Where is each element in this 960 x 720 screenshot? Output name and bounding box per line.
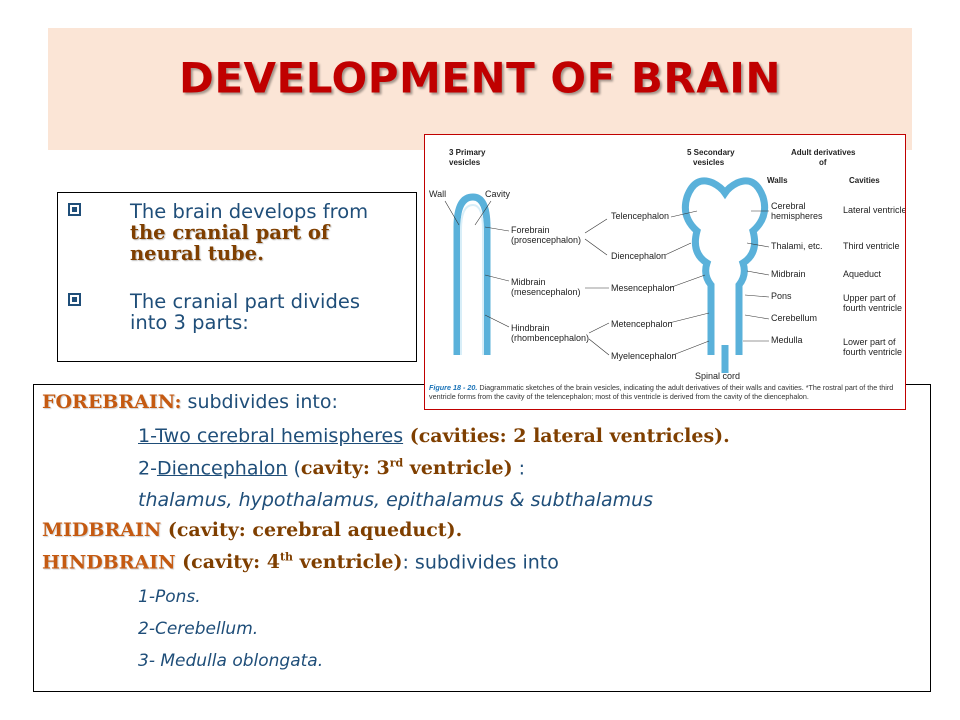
caption-text: Diagrammatic sketches of the brain vesic… bbox=[429, 383, 894, 401]
header-secondary-1: 5 Secondary bbox=[687, 148, 735, 157]
header-adult-2: of bbox=[819, 158, 827, 167]
wall-medulla: Medulla bbox=[771, 335, 803, 345]
header-primary-2: vesicles bbox=[449, 158, 481, 167]
slide-title: DEVELOPMENT OF BRAIN bbox=[178, 53, 782, 103]
wall-midbrain: Midbrain bbox=[771, 269, 806, 279]
cavity-upper-4th-2: fourth ventricle bbox=[843, 303, 902, 313]
cavity-lower-4th-2: fourth ventricle bbox=[843, 347, 902, 357]
label-wall: Wall bbox=[429, 189, 446, 199]
checkbox-bullet-icon bbox=[68, 293, 81, 306]
wall-pons: Pons bbox=[771, 291, 792, 301]
cavity-third: Third ventricle bbox=[843, 241, 900, 251]
intro-highlight: the cranial part of neural tube. bbox=[130, 221, 330, 265]
midbrain-line: MIDBRAIN (cavity: cerebral aqueduct). bbox=[42, 519, 462, 541]
label-mesencephalon-sec: Mesencephalon bbox=[611, 283, 675, 293]
diencephalon-cavity: cavity: 3rd ventricle) bbox=[300, 457, 513, 480]
brain-vesicles-figure: 3 Primary vesicles 5 Secondary vesicles … bbox=[424, 134, 906, 410]
header-secondary-2: vesicles bbox=[693, 158, 725, 167]
label-myelencephalon: Myelencephalon bbox=[611, 351, 677, 361]
hindbrain-rest: : subdivides into bbox=[402, 551, 559, 574]
hemispheres-cavity: (cavities: 2 lateral ventricles). bbox=[403, 425, 730, 447]
hindbrain-heading: HINDBRAIN bbox=[42, 551, 176, 574]
wall-cerebellum: Cerebellum bbox=[771, 313, 817, 323]
label-prosencephalon: (prosencephalon) bbox=[511, 235, 581, 245]
label-mesencephalon: (mesencephalon) bbox=[511, 287, 581, 297]
title-band: DEVELOPMENT OF BRAIN bbox=[48, 28, 912, 150]
cavity-lateral: Lateral ventricles bbox=[843, 205, 905, 215]
label-spinal-cord: Spinal cord bbox=[695, 371, 740, 381]
forebrain-item-2: 2-Diencephalon (cavity: 3rd ventricle) : bbox=[138, 457, 526, 480]
hindbrain-item-1: 1-Pons. bbox=[138, 587, 201, 607]
label-metencephalon: Metencephalon bbox=[611, 319, 673, 329]
label-cavity: Cavity bbox=[485, 189, 511, 199]
hindbrain-item-3: 3- Medulla oblongata. bbox=[138, 651, 324, 671]
cavity-aqueduct: Aqueduct bbox=[843, 269, 882, 279]
label-forebrain: Forebrain bbox=[511, 225, 550, 235]
primary-vesicle-shape bbox=[453, 193, 491, 355]
figure-caption: Figure 18 - 20. Diagrammatic sketches of… bbox=[429, 383, 901, 401]
label-telencephalon: Telencephalon bbox=[611, 211, 669, 221]
midbrain-cavity: (cavity: cerebral aqueduct). bbox=[161, 519, 463, 541]
wall-cerebral: Cerebral bbox=[771, 201, 806, 211]
hindbrain-cavity: (cavity: 4th ventricle) bbox=[175, 551, 403, 574]
secondary-vesicle-shape bbox=[681, 177, 769, 355]
hemispheres-text: 1-Two cerebral hemispheres bbox=[138, 425, 404, 447]
label-hindbrain: Hindbrain bbox=[511, 323, 550, 333]
caption-label: Figure 18 - 20. bbox=[429, 383, 478, 392]
label-rhombencephalon: (rhombencephalon) bbox=[511, 333, 589, 343]
cavity-upper-4th-1: Upper part of bbox=[843, 293, 896, 303]
details-box: FOREBRAIN: subdivides into: 1-Two cerebr… bbox=[33, 384, 931, 692]
header-cavities: Cavities bbox=[849, 176, 880, 185]
header-walls: Walls bbox=[767, 176, 788, 185]
diencephalon-parts: thalamus, hypothalamus, epithalamus & su… bbox=[138, 489, 654, 511]
checkbox-bullet-icon bbox=[68, 203, 81, 216]
wall-thalami: Thalami, etc. bbox=[771, 241, 823, 251]
intro-text-2: The cranial part divides into 3 parts: bbox=[130, 290, 360, 334]
midbrain-heading: MIDBRAIN bbox=[42, 519, 162, 541]
hindbrain-item-2: 2-Cerebellum. bbox=[138, 619, 259, 639]
header-adult-1: Adult derivatives bbox=[791, 148, 856, 157]
intro-box: The brain develops from the cranial part… bbox=[57, 192, 417, 362]
hindbrain-line: HINDBRAIN (cavity: 4th ventricle): subdi… bbox=[42, 551, 559, 573]
wall-hemispheres: hemispheres bbox=[771, 211, 823, 221]
vesicle-diagram: 3 Primary vesicles 5 Secondary vesicles … bbox=[429, 148, 905, 381]
label-diencephalon: Diencephalon bbox=[611, 251, 666, 261]
intro-text-1: The brain develops from bbox=[130, 200, 369, 223]
forebrain-item-1: 1-Two cerebral hemispheres (cavities: 2 … bbox=[138, 425, 730, 447]
forebrain-line: FOREBRAIN: subdivides into: bbox=[42, 391, 338, 413]
header-primary-1: 3 Primary bbox=[449, 148, 486, 157]
cavity-lower-4th-1: Lower part of bbox=[843, 337, 896, 347]
diencephalon-text: Diencephalon bbox=[156, 457, 288, 480]
forebrain-rest: subdivides into: bbox=[181, 391, 338, 413]
forebrain-heading: FOREBRAIN: bbox=[42, 391, 182, 413]
label-midbrain: Midbrain bbox=[511, 277, 546, 287]
